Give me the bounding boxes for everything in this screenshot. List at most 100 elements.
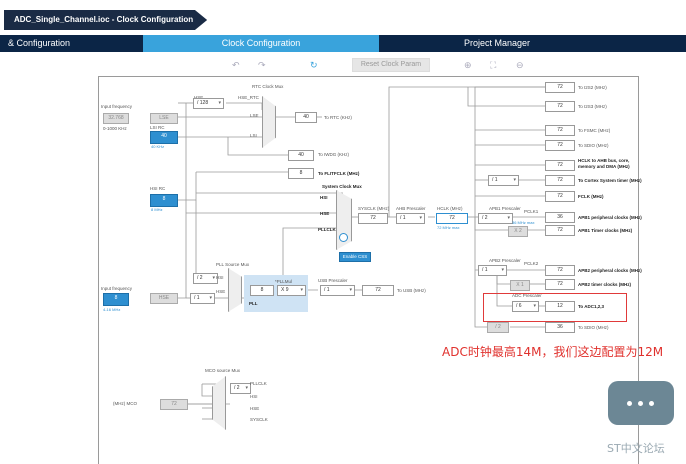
lse-range-text: 0-1000 KHz — [103, 126, 127, 131]
i2s2-value: 72 — [545, 82, 575, 93]
pll-hsi-divider[interactable]: / 2 — [193, 273, 218, 284]
apb2-prescaler-label: APB2 Prescaler — [489, 258, 521, 263]
fclk-label: FCLK (MHz) — [578, 194, 604, 199]
apb2-prescaler-select[interactable]: / 1 — [478, 265, 507, 276]
apb2-peripheral-value: 72 — [545, 265, 575, 276]
zoom-out-icon[interactable]: ⊖ — [516, 60, 524, 70]
lsi-rc-label: LSI RC — [150, 125, 165, 130]
pclk2-label: PCLK2 — [524, 261, 539, 266]
lsi-value: 40 — [150, 131, 178, 144]
tab-pinout-configuration[interactable]: & Configuration — [8, 38, 71, 48]
watermark-text: ST中文论坛 — [607, 442, 665, 455]
cortex-timer-value: 72 — [545, 175, 575, 186]
pllclk-radio[interactable] — [339, 233, 348, 242]
apb1-prescaler-select[interactable]: / 2 — [478, 213, 513, 224]
iwdg-label: To IWDG (KHz) — [318, 152, 349, 157]
lsi-unit: 40 KHz — [151, 144, 165, 149]
mco-pllclk-label: PLLCLK — [250, 381, 267, 386]
cortex-timer-label: To Cortex System timer (MHz) — [578, 178, 642, 183]
mco-hse-label: HSE — [250, 406, 260, 411]
rtc-hse-divider[interactable]: / 128 — [193, 98, 224, 109]
hsi-rc-label: HSI RC — [150, 186, 166, 191]
sdio-bottom-value: 36 — [545, 322, 575, 333]
apb1-peripheral-value: 36 — [545, 212, 575, 223]
usb-label: To USB (MHz) — [397, 288, 426, 293]
redo-icon[interactable]: ↷ — [258, 60, 266, 70]
rtc-hse-rtc-label: HSE_RTC — [238, 95, 259, 100]
rtc-output-label: To RTC (KHz) — [324, 115, 352, 120]
apb2-timer-label: APB2 timer clocks (MHz) — [578, 282, 632, 287]
apb1-prescaler-label: APB1 Prescaler — [489, 206, 521, 211]
mco-source-mux-label: MCO source Mux — [205, 368, 241, 373]
hsi-value: 8 — [150, 194, 178, 207]
hclk-ahb-label: HCLK to AHB bus, core, memory and DMA (M… — [578, 158, 630, 169]
apb2-timer-value: 72 — [545, 279, 575, 290]
flitfclk-label: To FLITFCLK (MHz) — [318, 171, 360, 176]
hclk-label: HCLK (MHz) — [437, 206, 463, 211]
mco-pllclk-divider[interactable]: / 2 — [230, 383, 251, 394]
zoom-in-icon[interactable]: ⊕ — [464, 60, 472, 70]
pll-value: 8 — [250, 285, 274, 296]
mco-sysclk-label: SYSCLK — [250, 417, 268, 422]
hclk-max: 72 MHz max — [437, 225, 460, 230]
pllmul-select[interactable]: X 9 — [277, 285, 306, 296]
fclk-value: 72 — [545, 191, 575, 202]
lse-frequency-field[interactable]: 32.768 — [103, 113, 129, 124]
i2s2-label: To I2S2 (MHz) — [578, 85, 607, 90]
breadcrumb[interactable]: ADC_Single_Channel.ioc - Clock Configura… — [4, 10, 208, 30]
usb-value: 72 — [362, 285, 394, 296]
hse-frequency-field[interactable]: 8 — [103, 293, 129, 306]
usb-prescaler-label: USB Prescaler — [318, 278, 348, 283]
iwdg-value: 40 — [288, 150, 314, 161]
enable-css-button[interactable]: Enable CSS — [339, 252, 371, 262]
fsmc-value: 72 — [545, 125, 575, 136]
apb2-timer-multiplier: X 1 — [510, 280, 530, 291]
pll-hse-divider[interactable]: / 1 — [190, 293, 215, 304]
sysclk-value[interactable]: 72 — [358, 213, 388, 224]
sysmux-hse-label: HSE — [320, 211, 330, 216]
usb-prescaler-select[interactable]: / 1 — [320, 285, 355, 296]
pllmul-label: *PLLMul — [275, 279, 293, 284]
apb1-max: 36 MHz max — [512, 220, 535, 225]
pll-source-mux-label: PLL Source Mux — [216, 262, 250, 267]
ahb-prescaler-select[interactable]: / 1 — [396, 213, 425, 224]
sdio-bottom-label: To SDIO (MHz) — [578, 325, 609, 330]
apb2-peripheral-label: APB2 peripheral clocks (MHz) — [578, 268, 642, 273]
fit-icon[interactable]: ⛶ — [490, 60, 497, 70]
hse-block: HSE — [150, 293, 178, 304]
pll-label: PLL — [249, 301, 258, 306]
adc-prescaler-select[interactable]: / 6 — [512, 301, 539, 312]
reset-clock-button[interactable]: Reset Clock Param — [352, 58, 430, 72]
apb1-timer-label: APB1 Timer clocks (MHz) — [578, 228, 633, 233]
chat-bubble-icon — [608, 381, 674, 425]
sysclk-label: SYSCLK (MHz) — [358, 206, 390, 211]
mco-label: (MHz) MCO — [113, 401, 137, 406]
adc-prescaler-label: ADC Prescaler — [512, 293, 542, 298]
i2s3-label: To I2S3 (MHz) — [578, 104, 607, 109]
adc-clock-label: To ADC1,2,3 — [578, 304, 605, 309]
sysmux-hsi-label: HSI — [320, 195, 328, 200]
ahb-prescaler-label: AHB Prescaler — [396, 206, 426, 211]
i2s3-value: 72 — [545, 101, 575, 112]
rtc-mux-label: RTC Clock Mux — [252, 84, 284, 89]
rtc-output-value: 40 — [295, 112, 317, 123]
tab-project-manager[interactable]: Project Manager — [463, 38, 531, 48]
tab-clock-configuration[interactable]: Clock Configuration — [143, 35, 379, 52]
hclk-value[interactable]: 72 — [436, 213, 468, 224]
system-clock-mux-label: System Clock Mux — [322, 184, 362, 189]
refresh-icon[interactable]: ↻ — [310, 60, 318, 70]
mco-value: 72 — [160, 399, 188, 410]
rtc-lse-label: LSE — [250, 113, 259, 118]
cortex-timer-prescaler[interactable]: / 1 — [488, 175, 519, 186]
adc-annotation-note: ADC时钟最高14M，我们这边配置为12M — [442, 345, 664, 359]
pclk1-label: PCLK1 — [524, 209, 539, 214]
adc-highlight-box — [483, 293, 627, 322]
fsmc-label: To FSMC (MHz) — [578, 128, 611, 133]
mco-hsi-label: HSI — [250, 394, 258, 399]
sdio-divider: / 2 — [487, 322, 509, 333]
undo-icon[interactable]: ↶ — [232, 60, 240, 70]
rtc-lsi-label: LSI — [250, 133, 257, 138]
hse-input-frequency-label: Input frequency — [101, 286, 133, 291]
flitfclk-value: 8 — [288, 168, 314, 179]
